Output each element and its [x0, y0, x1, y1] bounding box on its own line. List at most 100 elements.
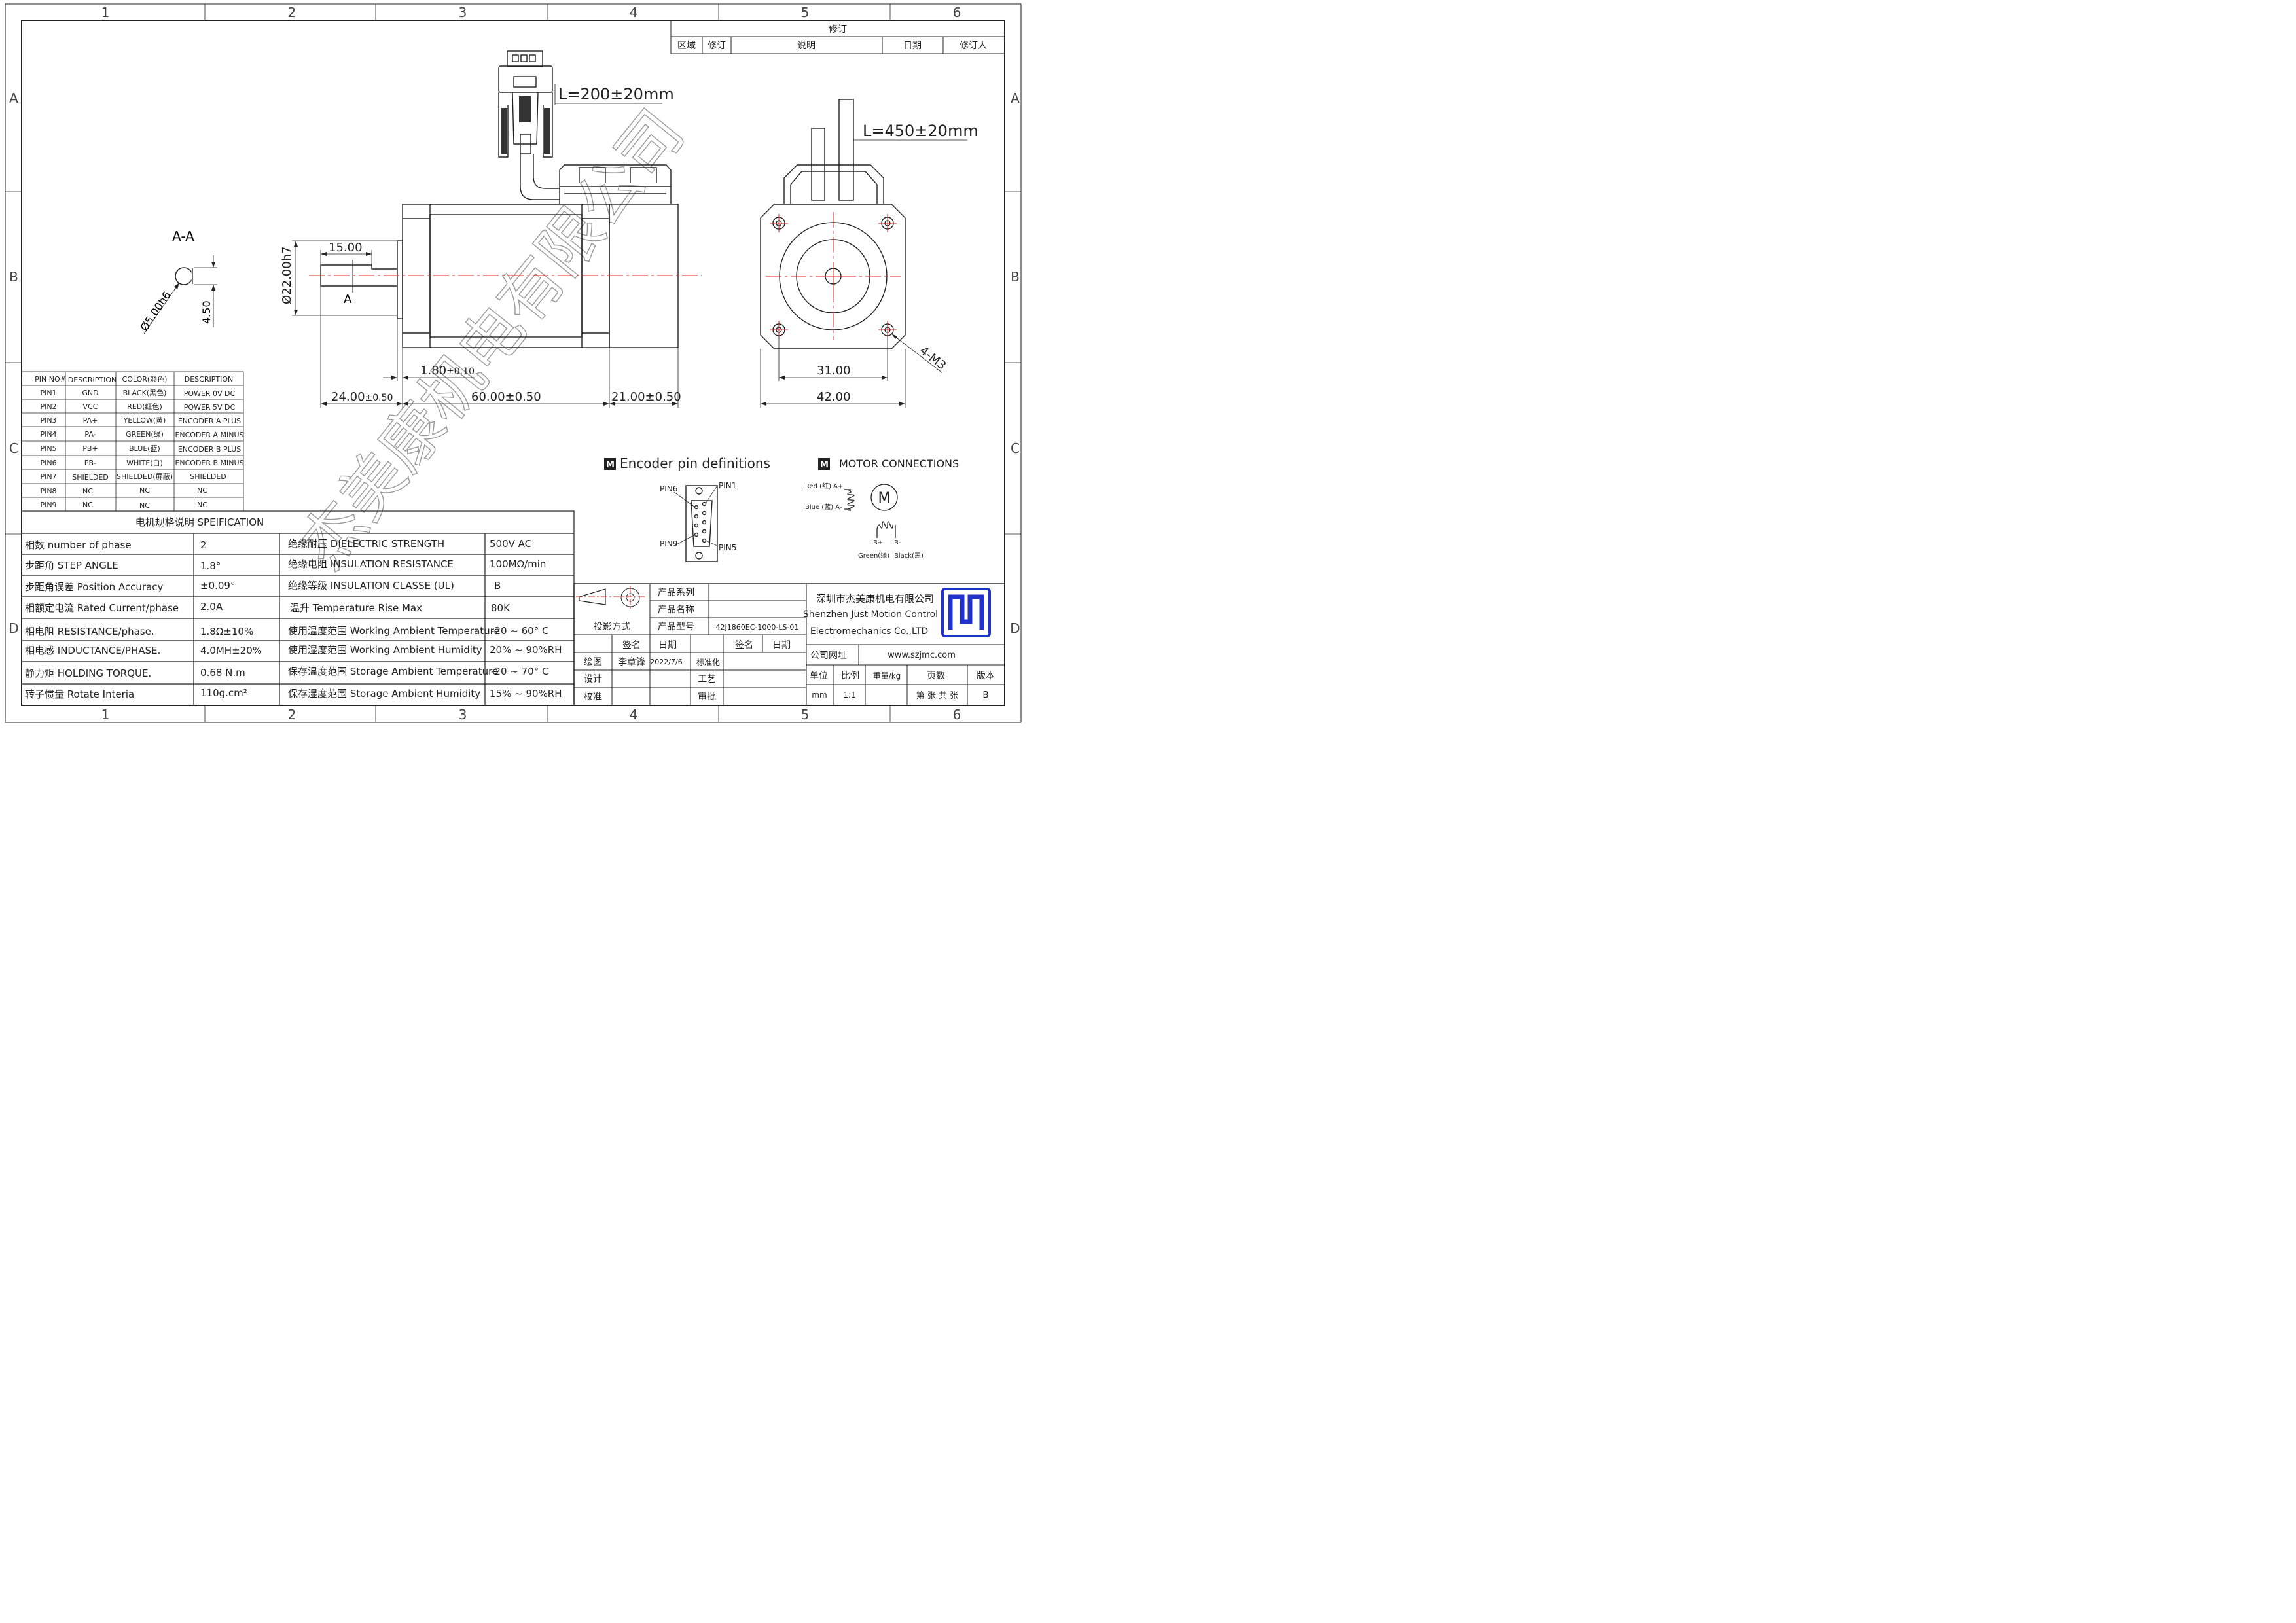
product-name-label: 产品名称: [658, 605, 694, 615]
revision-title: 修订: [829, 24, 847, 35]
unit-value: mm: [812, 690, 827, 700]
pin-header: DESCRIPTION: [68, 376, 117, 384]
page-value: 第 张 共 张: [916, 691, 958, 701]
cable-motor-length: L=450±20mm: [863, 122, 978, 140]
brand-logo-icon: [604, 458, 616, 470]
spec-cell: 相电感 INDUCTANCE/PHASE.: [25, 645, 160, 656]
company-name-en-1: Shenzhen Just Motion Control: [803, 609, 938, 620]
body-length-dim: 60.00±0.50: [471, 390, 541, 404]
version-value: B: [983, 690, 989, 700]
flat-dim: 4.50: [200, 300, 213, 324]
revision-header: 修订人: [960, 41, 987, 51]
boss-length-dim: 1.80±0.10: [420, 364, 475, 378]
spec-cell: 相额定电流 Rated Current/phase: [25, 602, 179, 614]
pin-cell: GREEN(绿): [126, 429, 164, 438]
shaft-dia-dim: Ø5.00h6: [138, 289, 173, 333]
revision-header: 修订: [708, 41, 726, 51]
motor-conn-title: MOTOR CONNECTIONS: [839, 457, 959, 470]
pin-header: PIN NO#: [35, 375, 66, 383]
sign-label-2: 签名: [735, 639, 753, 651]
website-label: 公司网址: [810, 651, 847, 661]
spec-cell: 15% ~ 90%RH: [490, 688, 562, 700]
spec-cell: 相数 number of phase: [25, 539, 132, 551]
pin-table: PIN NO# DESCRIPTION COLOR(颜色) DESCRIPTIO…: [21, 371, 244, 512]
flange-dim: 42.00: [817, 390, 851, 404]
pin-cell: PB+: [82, 444, 98, 453]
spec-cell: 1.8°: [200, 560, 221, 572]
encoder-title: Encoder pin definitions: [620, 455, 770, 471]
motor-connections: M MOTOR CONNECTIONS M Red (红) A+ Blue (蓝…: [805, 457, 959, 560]
draw-label: 绘图: [584, 657, 602, 668]
hole-pitch-dim: 31.00: [817, 364, 851, 378]
pin-cell: PIN6: [40, 459, 56, 467]
spec-title: 电机规格说明 SPEIFICATION: [135, 516, 264, 528]
pin-cell: GND: [82, 389, 98, 397]
col-label: 2: [288, 707, 296, 722]
pin9-label: PIN9: [660, 539, 677, 548]
shaft-length-dim: 24.00±0.50: [331, 390, 393, 404]
col-label: 1: [101, 5, 110, 20]
pin-cell: PIN9: [40, 501, 56, 509]
spec-cell: 使用温度范围 Working Ambient Temperature: [288, 625, 500, 637]
product-model-label: 产品型号: [658, 622, 694, 632]
row-label: C: [9, 440, 18, 456]
col-label: 2: [288, 5, 296, 20]
approve-label: 审批: [698, 692, 716, 702]
pin-cell: SHIELDED(屏蔽): [117, 473, 173, 481]
pin1-label: PIN1: [719, 481, 736, 490]
pin-cell: ENCODER A MINUS: [175, 431, 243, 439]
pin-cell: WHITE(白): [126, 458, 163, 467]
spec-cell: 绝缘耐压 DIELECTRIC STRENGTH: [288, 538, 444, 550]
website-value: www.szjmc.com: [888, 651, 956, 660]
spec-cell: B: [494, 580, 501, 592]
pin-cell: PIN3: [40, 416, 56, 425]
sign-label: 签名: [622, 639, 641, 651]
pin-cell: PA-: [84, 430, 96, 438]
section-a-a: A-A 4.50 Ø5.00h6: [138, 228, 217, 334]
spec-cell: 2.0A: [200, 601, 223, 613]
col-label: 3: [459, 5, 467, 20]
spec-cell: 转子惯量 Rotate Interia: [25, 688, 134, 700]
spec-cell: 1.8Ω±10%: [200, 626, 253, 637]
wire-red-label: Red (红) A+: [805, 482, 843, 490]
motor-side-view: A: [309, 50, 702, 348]
version-label: 版本: [977, 671, 995, 681]
pin-cell: SHIELDED: [72, 473, 108, 482]
col-label: 4: [630, 707, 638, 722]
spec-cell: 保存湿度范围 Storage Ambient Humidity: [288, 688, 480, 700]
cable-encoder-length: L=200±20mm: [558, 85, 674, 103]
pin-cell: RED(红色): [127, 402, 162, 411]
spec-cell: 温升 Temperature Rise Max: [290, 602, 422, 614]
spec-cell: 110g.cm²: [200, 687, 247, 699]
watermark: 杰美康机电有限公司: [285, 97, 698, 582]
pin-cell: PIN8: [40, 487, 56, 495]
wire-black-label: Black(黑): [894, 552, 924, 560]
projection-label: 投影方式: [594, 622, 630, 632]
pin5-label: PIN5: [719, 543, 736, 552]
col-label: 1: [101, 707, 110, 722]
section-label: A-A: [172, 228, 194, 244]
weight-label: 重量/kg: [873, 671, 901, 681]
spec-cell: 绝缘等级 INSULATION CLASSE (UL): [288, 580, 454, 592]
col-label: 6: [953, 5, 961, 20]
row-label: A: [1011, 90, 1020, 106]
revision-table: 修订 区域 修订 说明 日期 修订人: [670, 20, 1005, 54]
encoder-length-dim: 21.00±0.50: [611, 390, 681, 404]
standard-label: 标准化: [696, 658, 720, 667]
company-logo-icon: [941, 588, 991, 637]
pin-cell: NC: [139, 501, 150, 510]
spec-cell: -20 ~ 70° C: [491, 666, 548, 677]
pin-header: COLOR(颜色): [122, 374, 168, 383]
pin-cell: ENCODER B PLUS: [178, 445, 241, 454]
pin-cell: ENCODER A PLUS: [178, 417, 241, 425]
col-label: 3: [459, 707, 467, 722]
pages-label: 页数: [927, 671, 945, 681]
holes-dim: 4-M3: [917, 344, 948, 372]
brand-logo-icon: [818, 458, 830, 470]
design-label: 设计: [584, 674, 602, 685]
col-label: 6: [953, 707, 961, 722]
spec-cell: 4.0MH±20%: [200, 645, 262, 656]
row-label: B: [1011, 269, 1020, 285]
boss-dia-dim: Ø22.00h7: [280, 246, 294, 304]
col-label: 4: [630, 5, 638, 20]
